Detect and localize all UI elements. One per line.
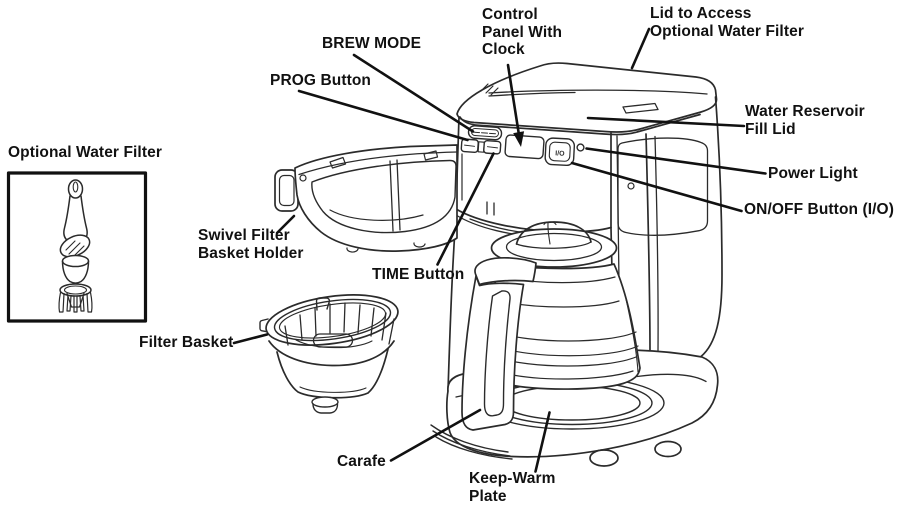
label-brew-mode: BREW MODE: [322, 35, 422, 52]
water-tower-drawing: [617, 96, 723, 358]
brew-mode-button-drawing: [467, 125, 503, 141]
label-power-light: Power Light: [768, 165, 858, 182]
leader-swivel-holder: [275, 214, 296, 235]
coffee-maker-drawing: I/O: [430, 62, 723, 467]
power-light-drawing: [576, 143, 585, 152]
leader-prog-button: [297, 89, 469, 142]
label-water-reservoir: Water Reservoir Fill Lid: [745, 103, 865, 138]
carafe-handle-drawing: [461, 256, 537, 431]
control-panel-drawing: I/O: [460, 125, 585, 167]
leader-carafe: [389, 408, 482, 462]
label-control-panel: Control Panel With Clock: [482, 6, 563, 58]
optional-water-filter-box: [6, 171, 148, 323]
leader-filter-basket: [232, 333, 269, 345]
label-optional-water-filter: Optional Water Filter: [8, 144, 162, 161]
leader-brew-mode: [352, 53, 475, 133]
carafe-drawing: [461, 221, 641, 431]
on-off-button-drawing: I/O: [544, 137, 576, 167]
label-time-button: TIME Button: [372, 266, 465, 283]
label-keep-warm-plate: Keep-Warm Plate: [469, 470, 556, 505]
leader-on-off-button: [570, 161, 743, 213]
optional-water-filter-drawing: [6, 171, 148, 323]
time-button-drawing: [483, 139, 502, 155]
filter-basket-drawing: [259, 294, 399, 414]
swivel-basket-holder-drawing: [274, 144, 458, 253]
water-filter-wand-drawing: [59, 179, 91, 258]
label-lid-access: Lid to Access Optional Water Filter: [650, 5, 804, 40]
leader-control-panel: [506, 63, 521, 137]
on-off-button-glyph: I/O: [555, 150, 565, 158]
leader-keep-warm-plate: [534, 411, 551, 473]
water-filter-holder-drawing: [58, 283, 93, 313]
control-panel-arrowhead: [513, 131, 525, 147]
water-filter-cup-drawing: [61, 254, 90, 284]
clock-display-drawing: [504, 134, 545, 160]
leader-power-light: [585, 147, 767, 175]
leader-water-reservoir: [586, 116, 746, 128]
label-prog-button: PROG Button: [270, 72, 371, 89]
leader-lines: [232, 27, 767, 473]
prog-button-drawing: [460, 138, 479, 154]
label-carafe: Carafe: [337, 453, 386, 470]
label-swivel-holder: Swivel Filter Basket Holder: [198, 227, 304, 262]
label-filter-basket: Filter Basket: [139, 334, 234, 351]
leader-time-button: [436, 152, 495, 266]
label-on-off-button: ON/OFF Button (I/O): [744, 201, 894, 218]
leader-lid-access: [630, 27, 651, 70]
